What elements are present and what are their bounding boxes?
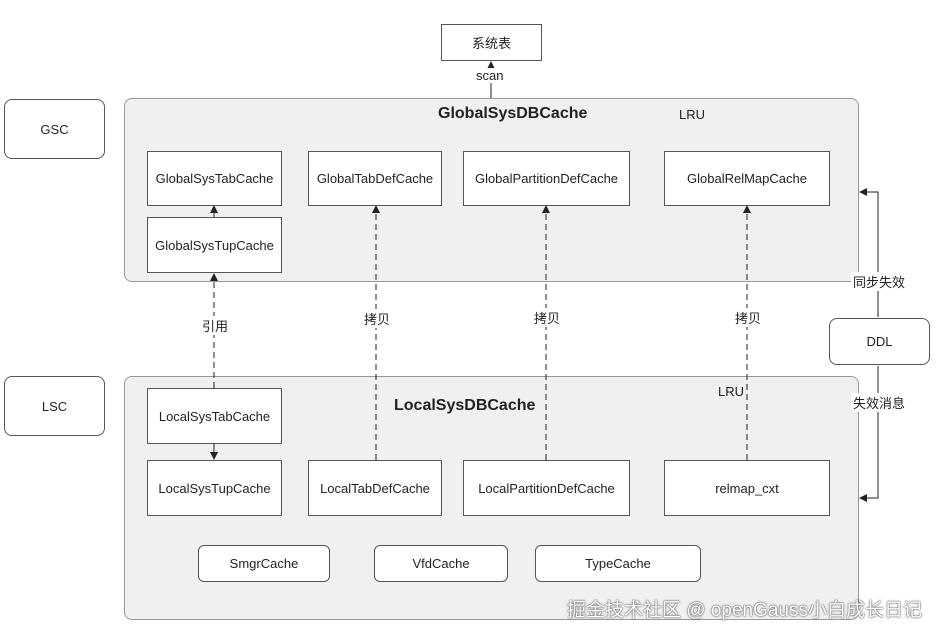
- lsc-box: LSC: [4, 376, 105, 436]
- gsc-box: GSC: [4, 99, 105, 159]
- invalidate-message-label: 失效消息: [851, 393, 908, 412]
- ddl-box: DDL: [829, 318, 930, 365]
- global-systab-cache-box: GlobalSysTabCache: [147, 151, 282, 206]
- local-partitiondef-cache-box: LocalPartitionDefCache: [463, 460, 630, 516]
- local-lru-label: LRU: [718, 384, 745, 399]
- global-partitiondef-cache-label: GlobalPartitionDefCache: [474, 171, 619, 186]
- global-relmap-cache-label: GlobalRelMapCache: [687, 171, 807, 186]
- ddl-message-line: [859, 366, 879, 502]
- smgr-cache-box: SmgrCache: [198, 545, 330, 582]
- sync-invalidate-label: 同步失效: [851, 272, 908, 291]
- lsc-label: LSC: [41, 398, 68, 414]
- global-lru-label: LRU: [679, 107, 706, 122]
- copy-label-tabdef: 拷贝: [362, 309, 393, 328]
- local-tabdef-cache-box: LocalTabDefCache: [308, 460, 442, 516]
- global-systab-cache-label: GlobalSysTabCache: [155, 171, 274, 186]
- global-systup-cache-label: GlobalSysTupCache: [155, 237, 274, 253]
- smgr-cache-label: SmgrCache: [229, 556, 299, 571]
- type-cache-box: TypeCache: [535, 545, 701, 582]
- system-table-box: 系统表: [441, 24, 542, 61]
- copy-label-relmap: 拷贝: [733, 308, 764, 327]
- global-relmap-cache-box: GlobalRelMapCache: [664, 151, 830, 206]
- local-title: LocalSysDBCache: [394, 397, 536, 414]
- gsc-label: GSC: [40, 121, 69, 137]
- local-tabdef-cache-label: LocalTabDefCache: [320, 480, 430, 496]
- local-systup-cache-label: LocalSysTupCache: [158, 480, 271, 496]
- watermark: 掘金技术社区 @ openGauss小白成长日记: [566, 600, 922, 621]
- global-tabdef-cache-box: GlobalTabDefCache: [308, 151, 442, 206]
- global-tabdef-cache-label: GlobalTabDefCache: [316, 171, 434, 186]
- scan-label: scan: [474, 68, 506, 83]
- copy-label-partition: 拷贝: [532, 308, 563, 327]
- global-partitiondef-cache-box: GlobalPartitionDefCache: [463, 151, 630, 206]
- reference-label: 引用: [200, 316, 231, 335]
- global-title: GlobalSysDBCache: [438, 105, 588, 122]
- local-systab-cache-label: LocalSysTabCache: [158, 408, 271, 424]
- local-partitiondef-cache-label: LocalPartitionDefCache: [478, 480, 615, 496]
- ddl-sync-line: [859, 188, 879, 317]
- local-systab-cache-box: LocalSysTabCache: [147, 388, 282, 444]
- relmap-cxt-label: relmap_cxt: [715, 480, 779, 496]
- system-table-label: 系统表: [471, 36, 511, 51]
- vfd-cache-box: VfdCache: [374, 545, 508, 582]
- relmap-cxt-box: relmap_cxt: [664, 460, 830, 516]
- local-systup-cache-box: LocalSysTupCache: [147, 460, 282, 516]
- ddl-label: DDL: [866, 334, 893, 349]
- type-cache-label: TypeCache: [585, 556, 651, 571]
- global-systup-cache-box: GlobalSysTupCache: [147, 217, 282, 273]
- vfd-cache-label: VfdCache: [412, 556, 470, 571]
